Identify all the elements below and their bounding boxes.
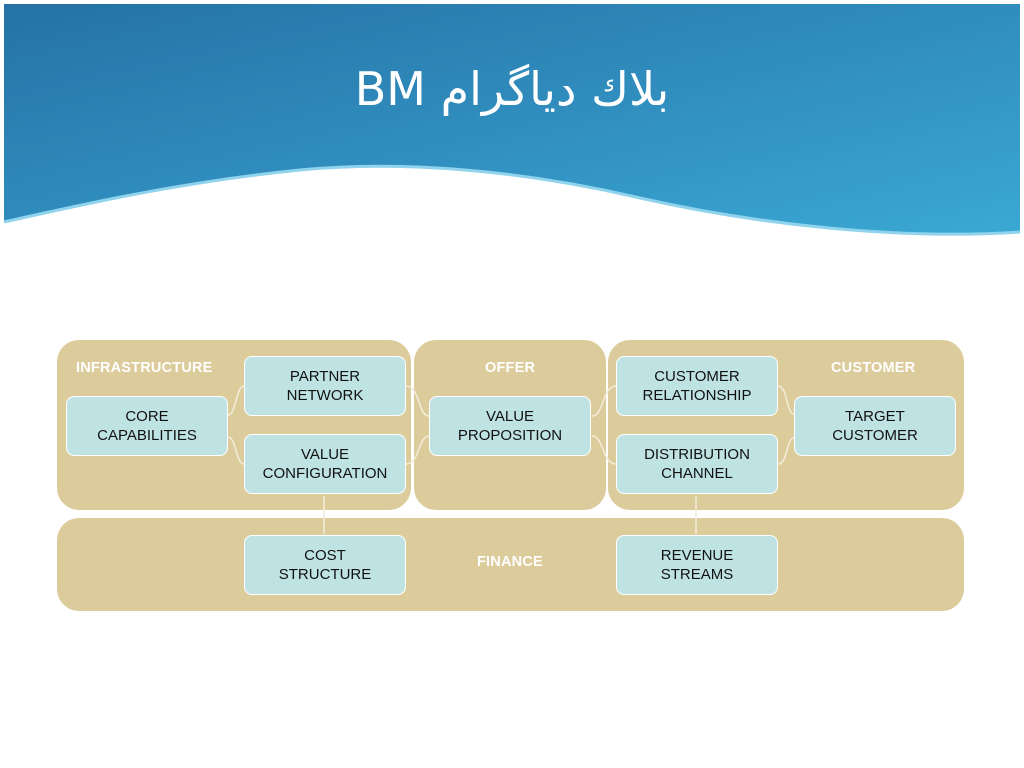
- customer-relationship-block: CUSTOMER RELATIONSHIP: [616, 356, 778, 416]
- revenue-streams-block: REVENUE STREAMS: [616, 535, 778, 595]
- header-wave-banner: [3, 4, 1021, 236]
- value-configuration-block: VALUE CONFIGURATION: [244, 434, 406, 494]
- cost-structure-block: COST STRUCTURE: [244, 535, 406, 595]
- target-customer-text: TARGET CUSTOMER: [832, 408, 918, 444]
- finance-label: FINANCE: [477, 554, 543, 570]
- infrastructure-label: INFRASTRUCTURE: [76, 360, 213, 376]
- cost-structure-text: COST STRUCTURE: [278, 547, 372, 583]
- core-capabilities-text: CORE CAPABILITIES: [97, 408, 197, 444]
- customer-relationship-text: CUSTOMER RELATIONSHIP: [642, 368, 752, 404]
- offer-label: OFFER: [485, 360, 536, 376]
- partner-network-block: PARTNER NETWORK: [244, 356, 406, 416]
- core-capabilities-block: CORE CAPABILITIES: [66, 396, 228, 456]
- header-wave-shape: [4, 4, 1020, 235]
- value-proposition-block: VALUE PROPOSITION: [429, 396, 591, 456]
- revenue-streams-text: REVENUE STREAMS: [660, 547, 734, 583]
- finance-panel: [57, 518, 964, 611]
- slide-title: بلاك دياگرام BM: [354, 62, 670, 116]
- target-customer-block: TARGET CUSTOMER: [794, 396, 956, 456]
- distribution-channel-text: DISTRIBUTION CHANNEL: [644, 446, 750, 482]
- distribution-channel-block: DISTRIBUTION CHANNEL: [616, 434, 778, 494]
- header-wave-edge: [3, 164, 1021, 236]
- value-proposition-text: VALUE PROPOSITION: [457, 408, 563, 444]
- value-configuration-text: VALUE CONFIGURATION: [262, 446, 388, 482]
- customer-label: CUSTOMER: [831, 360, 916, 376]
- partner-network-text: PARTNER NETWORK: [286, 368, 364, 404]
